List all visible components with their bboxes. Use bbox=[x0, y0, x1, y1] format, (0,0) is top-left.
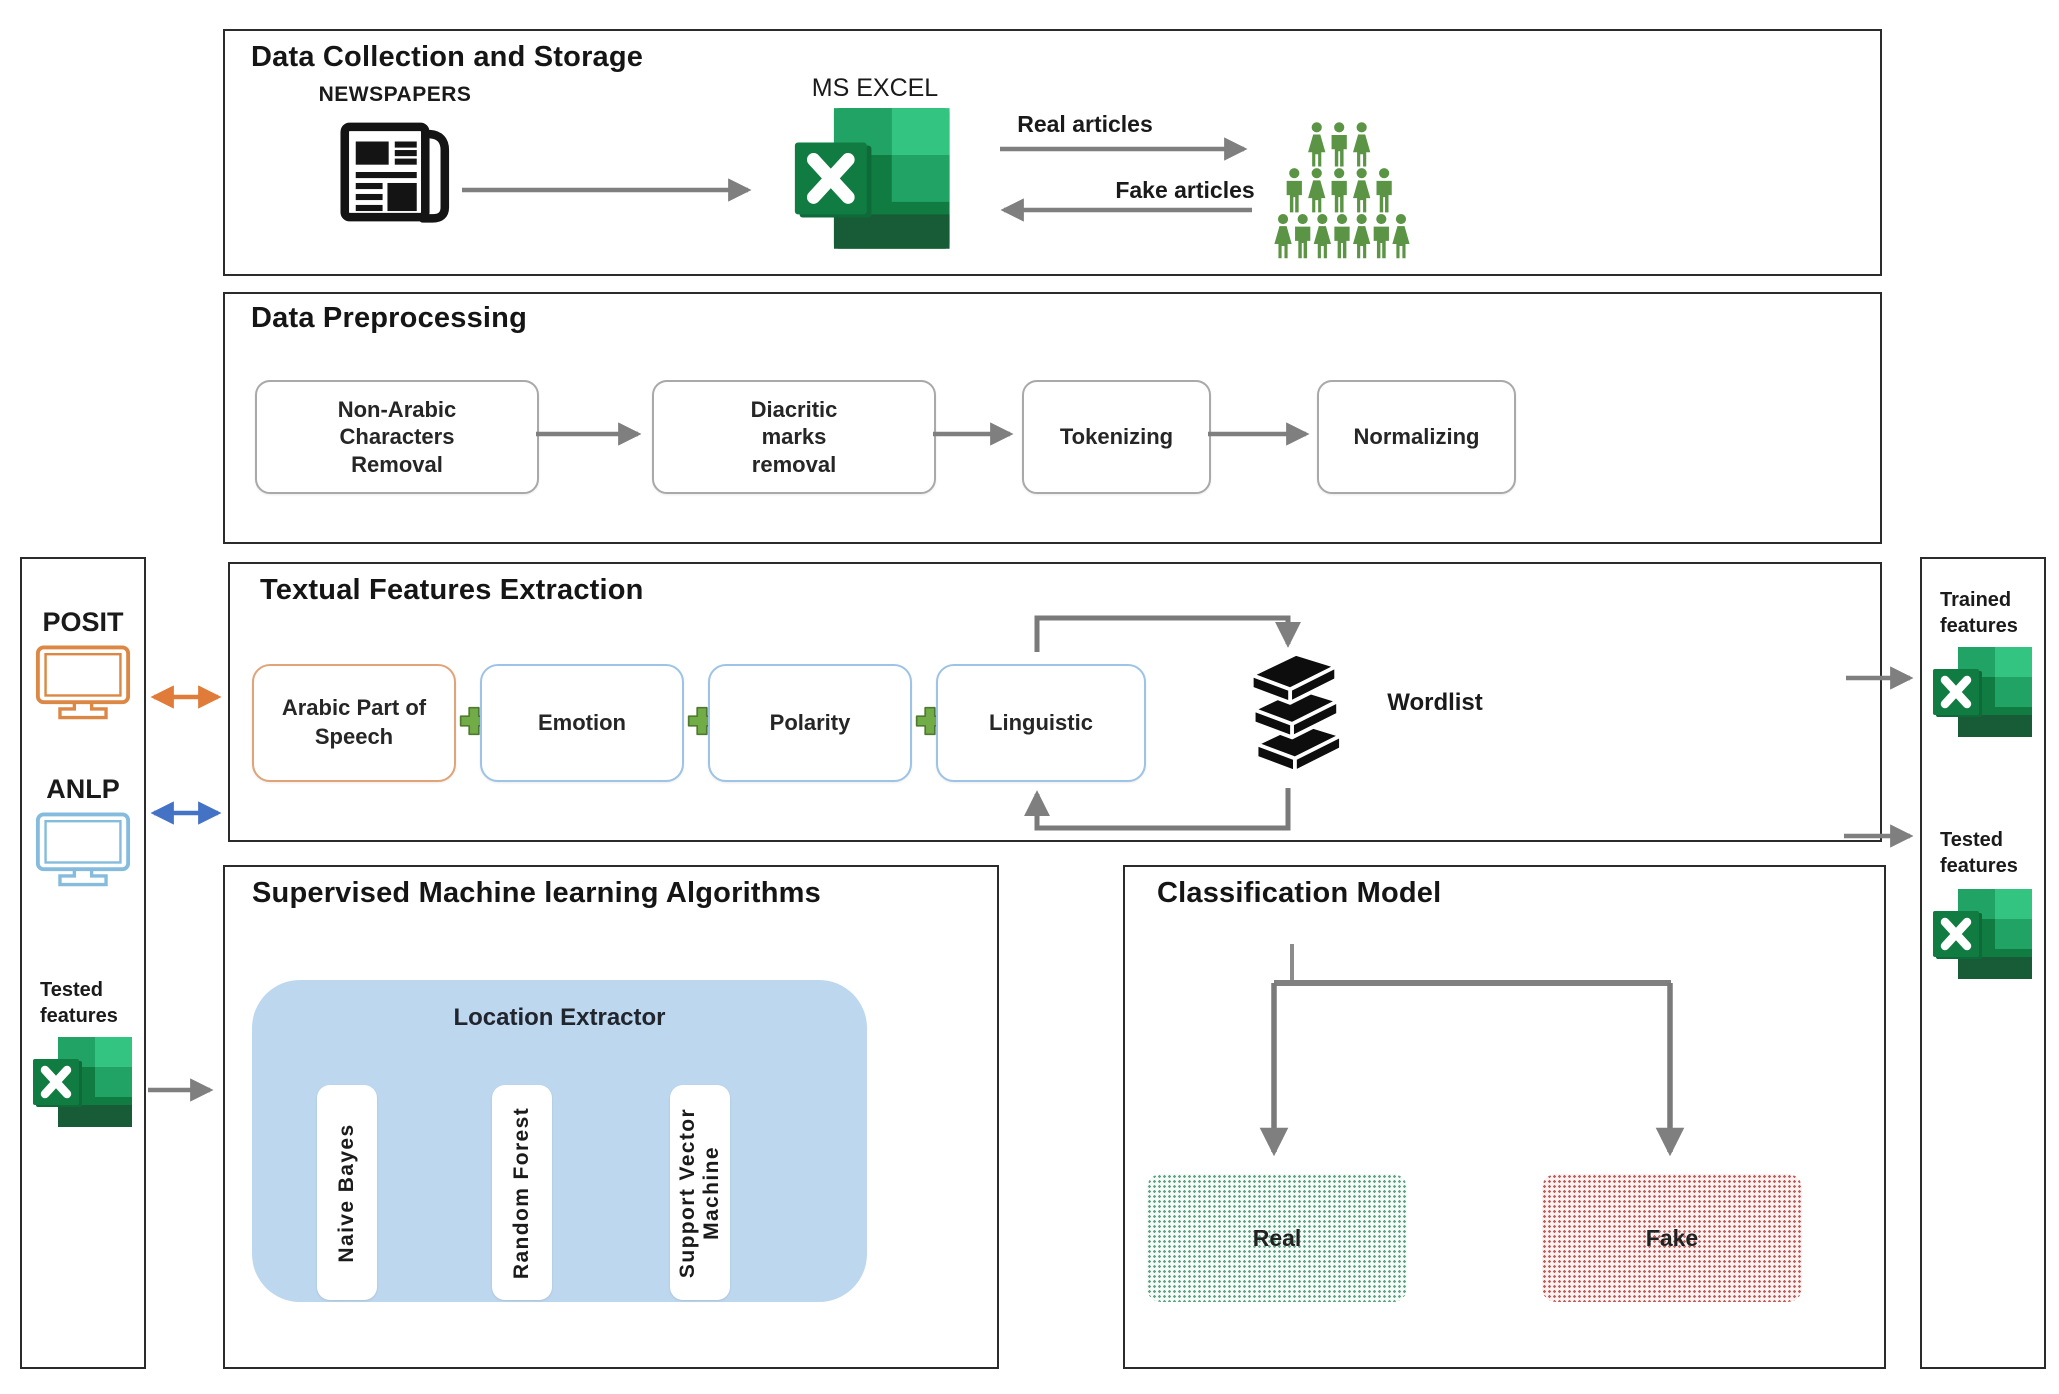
outcome-fake: Fake bbox=[1542, 1174, 1802, 1302]
algo-label: Support Vector Machine bbox=[675, 1107, 723, 1278]
section-data-collection: Data Collection and Storage NEWSPAPERS M… bbox=[223, 29, 1882, 276]
left-tools-panel: POSIT ANLP Tested features bbox=[20, 557, 146, 1369]
newspaper-icon bbox=[335, 111, 457, 238]
posit-label: POSIT bbox=[42, 607, 124, 637]
algo-label: Naive Bayes bbox=[334, 1122, 358, 1263]
outcome-label: Real bbox=[1252, 1224, 1302, 1251]
feature-label: Linguistic bbox=[989, 709, 1093, 735]
supervised-title: Supervised Machine learning Algorithms bbox=[252, 877, 821, 909]
outcome-label: Fake bbox=[1645, 1224, 1699, 1251]
step-label: Non-Arabic Characters Removal bbox=[337, 396, 457, 477]
step-label: Diacritic marks removal bbox=[750, 396, 838, 477]
right-features-panel: Trained features Tested features bbox=[1920, 557, 2046, 1369]
anlp-monitor-icon bbox=[35, 811, 131, 894]
posit-monitor-icon bbox=[35, 644, 131, 727]
feature-polarity: Polarity bbox=[708, 664, 912, 782]
step-label: Tokenizing bbox=[1059, 424, 1174, 450]
excel-storage-icon bbox=[787, 105, 959, 260]
feature-emotion: Emotion bbox=[480, 664, 684, 782]
excel-tested-right-icon bbox=[1928, 887, 2038, 988]
outcome-real: Real bbox=[1147, 1174, 1407, 1302]
wordlist-books-icon bbox=[1237, 650, 1349, 799]
data-collection-title: Data Collection and Storage bbox=[251, 41, 644, 73]
classification-title: Classification Model bbox=[1157, 877, 1442, 909]
feature-arabic-pos: Arabic Part of Speech bbox=[252, 664, 456, 782]
trained-features-label: Trained features bbox=[1940, 589, 2018, 637]
tfe-title: Textual Features Extraction bbox=[260, 574, 644, 606]
feature-label: Polarity bbox=[769, 709, 851, 735]
excel-tested-left-icon bbox=[28, 1035, 138, 1136]
section-preprocessing: Data Preprocessing Non-Arabic Characters… bbox=[223, 292, 1882, 544]
section-textual-features: Textual Features Extraction Arabic Part … bbox=[228, 562, 1882, 842]
right-tested-features-label: Tested features bbox=[1940, 829, 2018, 877]
step-label: Normalizing bbox=[1353, 424, 1480, 450]
algo-svm: Support Vector Machine bbox=[670, 1085, 730, 1300]
ms-excel-label: MS EXCEL bbox=[811, 74, 939, 102]
people-crowd-icon bbox=[1269, 115, 1415, 272]
section-supervised-ml: Supervised Machine learning Algorithms L… bbox=[223, 865, 999, 1369]
feature-label: Emotion bbox=[538, 709, 626, 735]
step-tokenizing: Tokenizing bbox=[1022, 380, 1211, 494]
algo-random-forest: Random Forest bbox=[492, 1085, 552, 1300]
algo-naive-bayes: Naive Bayes bbox=[317, 1085, 377, 1300]
feature-label: Arabic Part of Speech bbox=[281, 695, 427, 749]
excel-trained-icon bbox=[1928, 645, 2038, 746]
location-extractor-label: Location Extractor bbox=[453, 1004, 666, 1031]
wordlist-label: Wordlist bbox=[1387, 689, 1483, 716]
preprocessing-title: Data Preprocessing bbox=[251, 302, 527, 334]
step-non-arabic-removal: Non-Arabic Characters Removal bbox=[255, 380, 539, 494]
step-normalizing: Normalizing bbox=[1317, 380, 1516, 494]
section-classification: Classification Model Real Fake bbox=[1123, 865, 1886, 1369]
feature-linguistic: Linguistic bbox=[936, 664, 1146, 782]
step-diacritic-removal: Diacritic marks removal bbox=[652, 380, 936, 494]
location-extractor-container: Location Extractor Naive Bayes Random Fo… bbox=[252, 980, 867, 1302]
left-tested-features-label: Tested features bbox=[40, 979, 118, 1027]
algo-label: Random Forest bbox=[509, 1106, 533, 1279]
newspapers-label: NEWSPAPERS bbox=[318, 83, 472, 106]
real-articles-label: Real articles bbox=[1017, 111, 1153, 137]
fake-articles-label: Fake articles bbox=[1115, 177, 1255, 203]
anlp-label: ANLP bbox=[46, 774, 120, 804]
